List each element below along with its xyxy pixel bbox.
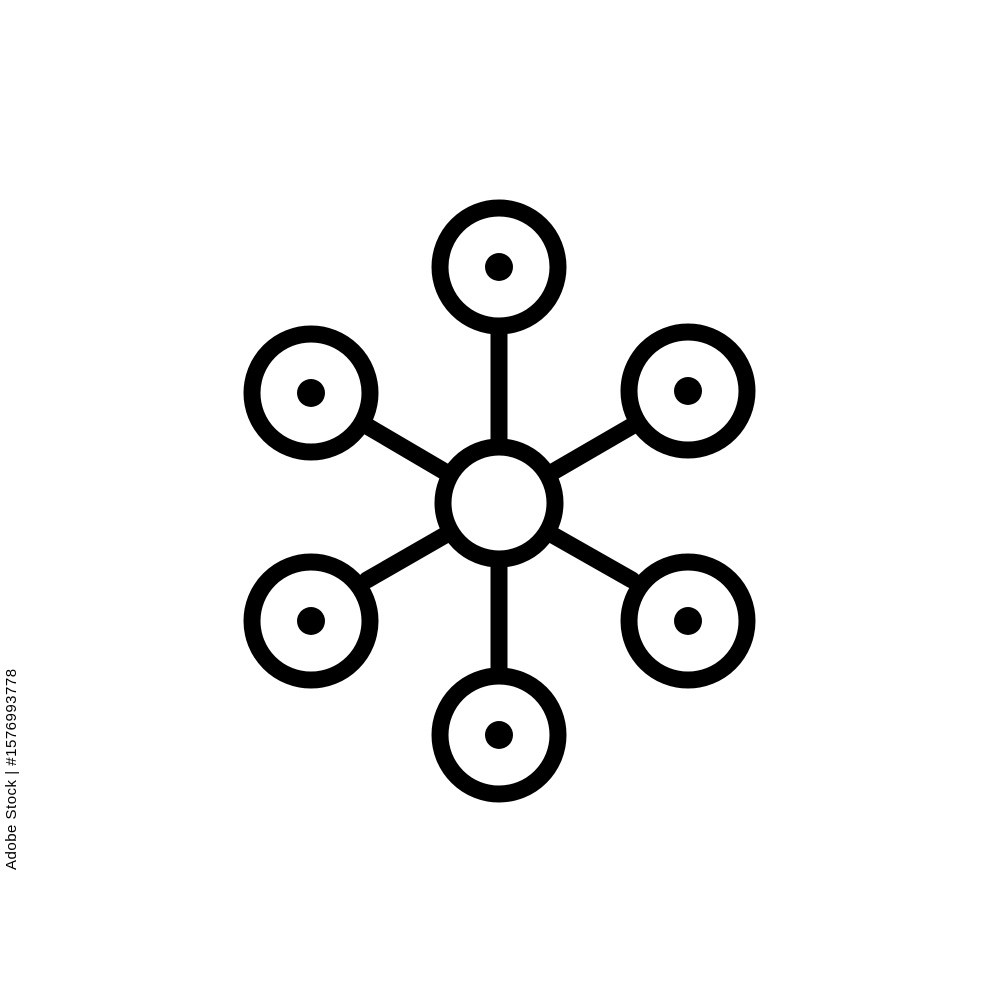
stock-id-text: Adobe Stock | #1576993778 <box>3 668 20 870</box>
node-top-dot <box>485 253 513 281</box>
node-upper-right-dot <box>674 377 702 405</box>
node-upper-left <box>243 325 379 461</box>
node-lower-left <box>243 553 379 689</box>
node-bottom <box>431 667 567 803</box>
node-upper-right <box>620 323 756 459</box>
center-hub-node <box>434 438 564 568</box>
spoke-upper-left <box>358 417 456 482</box>
node-upper-left-dot <box>297 379 325 407</box>
node-top <box>431 199 567 335</box>
node-lower-right-dot <box>674 607 702 635</box>
spoke-upper-right <box>542 417 641 482</box>
spoke-lower-right <box>542 525 641 589</box>
node-lower-right <box>620 553 756 689</box>
node-lower-left-dot <box>297 607 325 635</box>
node-bottom-dot <box>485 721 513 749</box>
spoke-lower-left <box>358 525 456 589</box>
